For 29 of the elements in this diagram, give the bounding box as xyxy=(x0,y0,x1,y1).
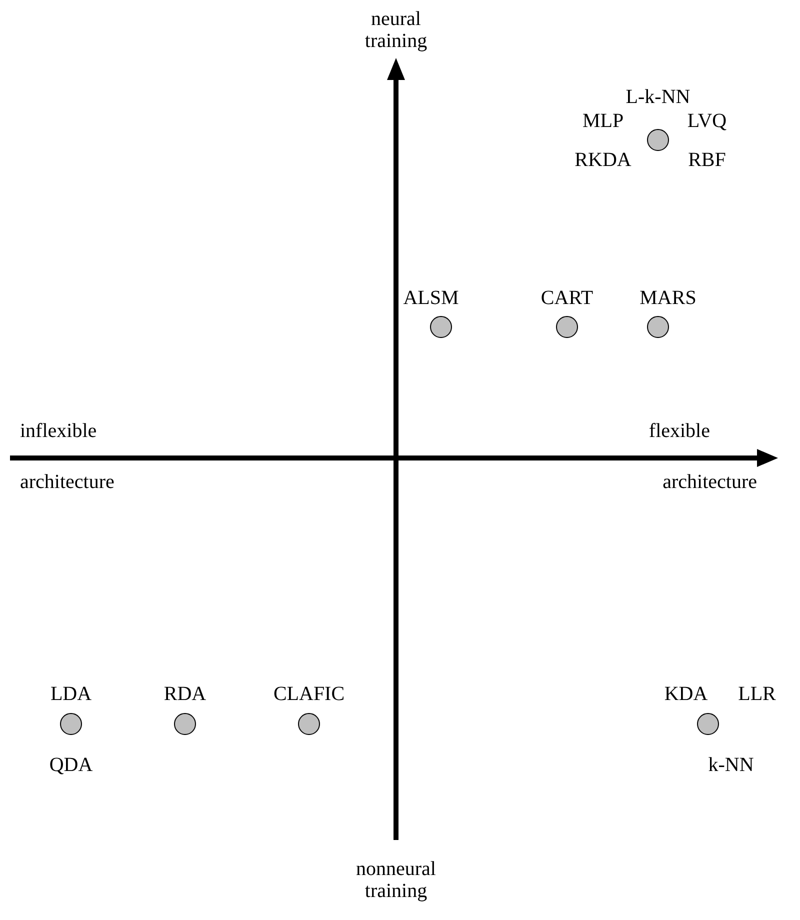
method-label: ALSM xyxy=(403,287,459,309)
data-point xyxy=(298,713,320,735)
axis-label: flexible xyxy=(648,420,710,442)
method-label: MLP xyxy=(582,110,624,132)
axis-label: architecture xyxy=(662,471,757,493)
method-label: LDA xyxy=(50,683,92,705)
method-label: LLR xyxy=(738,683,776,705)
method-label: CART xyxy=(540,287,594,309)
data-point xyxy=(174,713,196,735)
method-label: RDA xyxy=(164,683,206,705)
method-label: KDA xyxy=(664,683,708,705)
data-point xyxy=(647,129,669,151)
data-point xyxy=(60,713,82,735)
data-point xyxy=(430,316,452,338)
data-point xyxy=(697,713,719,735)
method-label: RKDA xyxy=(574,149,632,171)
method-label: L-k-NN xyxy=(626,86,690,108)
data-point xyxy=(647,316,669,338)
method-label: CLAFIC xyxy=(273,683,345,705)
method-label: k-NN xyxy=(708,754,754,776)
method-label: QDA xyxy=(49,754,93,776)
axis-label: neural training xyxy=(364,8,428,52)
method-label: LVQ xyxy=(687,110,727,132)
method-label: RBF xyxy=(688,149,726,171)
method-label: MARS xyxy=(640,287,696,309)
axis-label: inflexible xyxy=(20,420,97,442)
axis-label: architecture xyxy=(20,471,114,493)
axis-label: nonneural training xyxy=(355,858,437,902)
data-point xyxy=(556,316,578,338)
